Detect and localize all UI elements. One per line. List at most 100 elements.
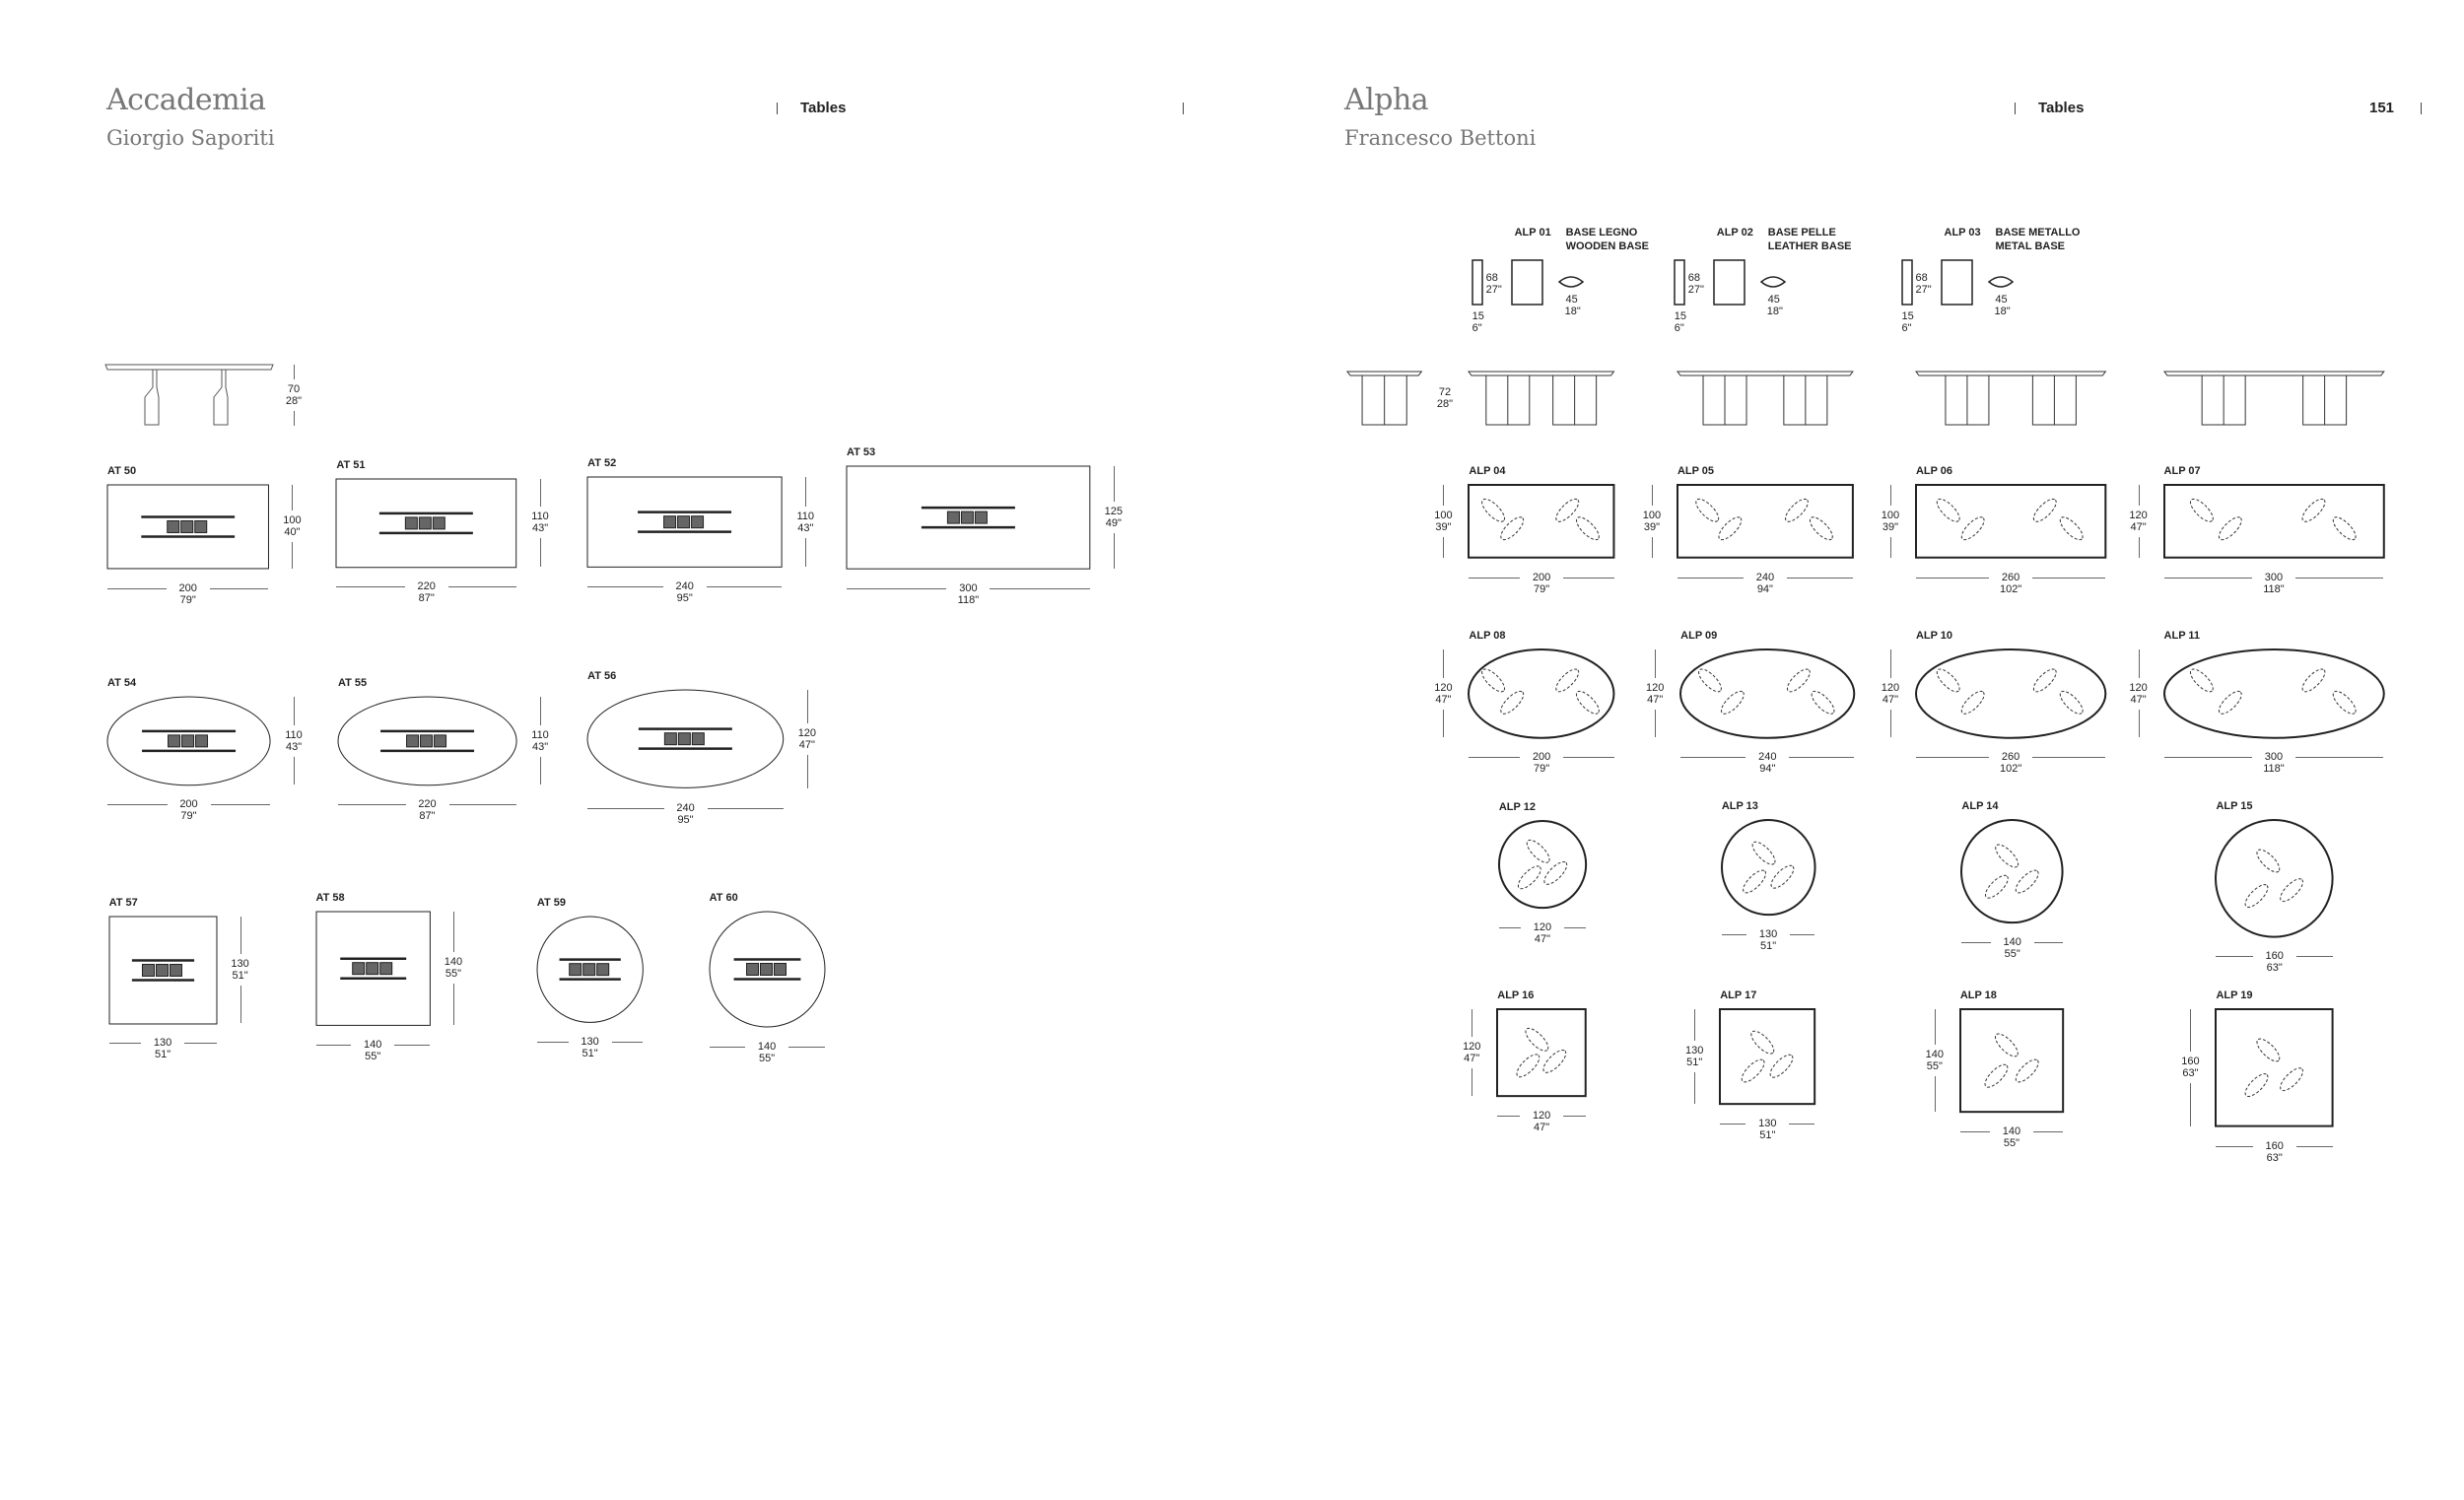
base-footprint-icon	[2301, 668, 2325, 692]
width-dim-line	[2032, 577, 2106, 579]
table-top-rect	[1914, 483, 2107, 559]
base-front-view	[1940, 259, 1973, 306]
width-dim-inches: 118"	[2263, 582, 2285, 595]
base-footprint-icon	[2256, 1038, 2281, 1062]
care-symbol-icon	[433, 515, 446, 529]
width-dim-line	[788, 1046, 825, 1048]
care-symbol-icon	[663, 515, 677, 529]
header-divider	[2421, 102, 2422, 114]
width-dim-line	[447, 586, 517, 588]
base-height-in: 27"	[1687, 284, 1704, 296]
width-dim-line	[1498, 927, 1521, 929]
header-divider	[1183, 102, 1184, 114]
table-outline	[106, 484, 269, 570]
width-dim-line	[2163, 757, 2252, 759]
table-outline	[1676, 483, 1854, 559]
height-dim-value: 120	[1645, 681, 1665, 694]
base-footprint-icon	[2280, 1067, 2304, 1092]
height-dim-line	[540, 696, 542, 725]
item-code: ALP 04	[1469, 464, 1506, 477]
table-outline	[1914, 483, 2107, 559]
height-dim-line	[1655, 709, 1657, 738]
table-outline	[1679, 648, 1856, 739]
width-dim-value: 220	[418, 798, 437, 811]
width-dim-line	[1720, 1124, 1746, 1125]
height-dim-inches: 39"	[1882, 520, 1899, 533]
height-dim-line	[805, 537, 807, 568]
height-dim-value: 110	[796, 510, 815, 522]
height-dim-line	[1443, 536, 1445, 558]
height-dim-inches: 51"	[232, 969, 248, 982]
base-footprint-icon	[1984, 1063, 2009, 1088]
base-footprint-icon	[1555, 498, 1580, 522]
table-outline	[1914, 648, 2107, 739]
width-dim-line	[709, 1046, 746, 1048]
table-top-oval	[1679, 648, 1856, 739]
side-elevation-drawing	[1468, 371, 1615, 426]
table-outline	[2215, 818, 2335, 938]
width-dim-line	[1961, 941, 1991, 943]
base-name-en: METAL BASE	[1995, 240, 2066, 252]
base-width-in: 18"	[1564, 306, 1581, 317]
base-footprint-icon	[1516, 1054, 1540, 1078]
width-dim-inches: 55"	[758, 1052, 776, 1064]
height-dim-value: 130	[231, 957, 249, 970]
height-dim-line	[1655, 648, 1657, 678]
table-top-circle	[1960, 818, 2064, 923]
width-dim-value: 220	[417, 580, 436, 593]
base-footprint-icon	[1542, 1050, 1567, 1073]
base-plan-view	[1557, 276, 1584, 288]
table-outline	[1720, 818, 1816, 916]
height-dim-value: 140	[444, 956, 463, 969]
table-outline	[1496, 1008, 1587, 1098]
width-dim-value: 240	[1758, 751, 1777, 764]
base-footprint-icon	[1742, 869, 1766, 894]
width-dim-value: 130	[153, 1037, 172, 1050]
height-dim-line	[1694, 1072, 1696, 1105]
base-footprint-icon	[2189, 498, 2214, 522]
height-dim-line	[1443, 648, 1445, 678]
base-footprint-icon	[2332, 690, 2357, 715]
width-dim-value: 140	[2003, 935, 2021, 948]
table-top-oval	[337, 696, 517, 785]
base-footprint-icon	[2218, 690, 2242, 715]
table-top-rect	[2162, 483, 2385, 559]
height-dim-value: 70	[287, 383, 301, 395]
base-footprint-icon	[1770, 864, 1795, 889]
base-depth-in: 6"	[1901, 322, 1912, 334]
height-dim-line	[806, 690, 808, 723]
base-footprint-icon	[2332, 516, 2357, 541]
width-dim-line	[1677, 577, 1744, 579]
base-footprint-icon	[1741, 1058, 1765, 1083]
base-footprint-icon	[1481, 668, 1506, 692]
width-dim-line	[846, 587, 947, 589]
base-footprint-icon	[1994, 1033, 2019, 1057]
care-symbol-icon	[167, 519, 180, 533]
item-code: AT 56	[587, 670, 617, 683]
base-footprint-icon	[1985, 874, 2010, 899]
height-dim-value: 100	[1881, 509, 1900, 521]
base-width: 45	[1565, 294, 1578, 306]
width-dim-line	[336, 586, 405, 588]
base-footprint-icon	[1936, 498, 1960, 522]
height-dim-value: 140	[1925, 1049, 1944, 1061]
table-top-circle	[536, 916, 644, 1023]
item-code: ALP 07	[2163, 464, 2201, 477]
table-outline	[1958, 1008, 2064, 1114]
table-outline	[315, 911, 431, 1026]
table-top-rect	[106, 484, 269, 570]
care-symbol-icon	[677, 515, 691, 529]
height-dim-line	[1934, 1009, 1936, 1046]
width-dim-line	[106, 587, 167, 589]
height-dim-line	[540, 478, 542, 508]
width-dim-value: 260	[2001, 571, 2020, 583]
care-symbol-icon	[974, 511, 988, 524]
base-footprint-icon	[2016, 869, 2040, 894]
width-dim-value: 200	[179, 798, 198, 811]
width-dim-line	[2294, 757, 2384, 759]
base-footprint-icon	[1936, 668, 1960, 692]
width-dim-line	[2295, 956, 2334, 958]
width-dim-line	[106, 804, 168, 806]
height-dim-line	[1651, 484, 1653, 506]
height-dim-line	[292, 542, 294, 569]
